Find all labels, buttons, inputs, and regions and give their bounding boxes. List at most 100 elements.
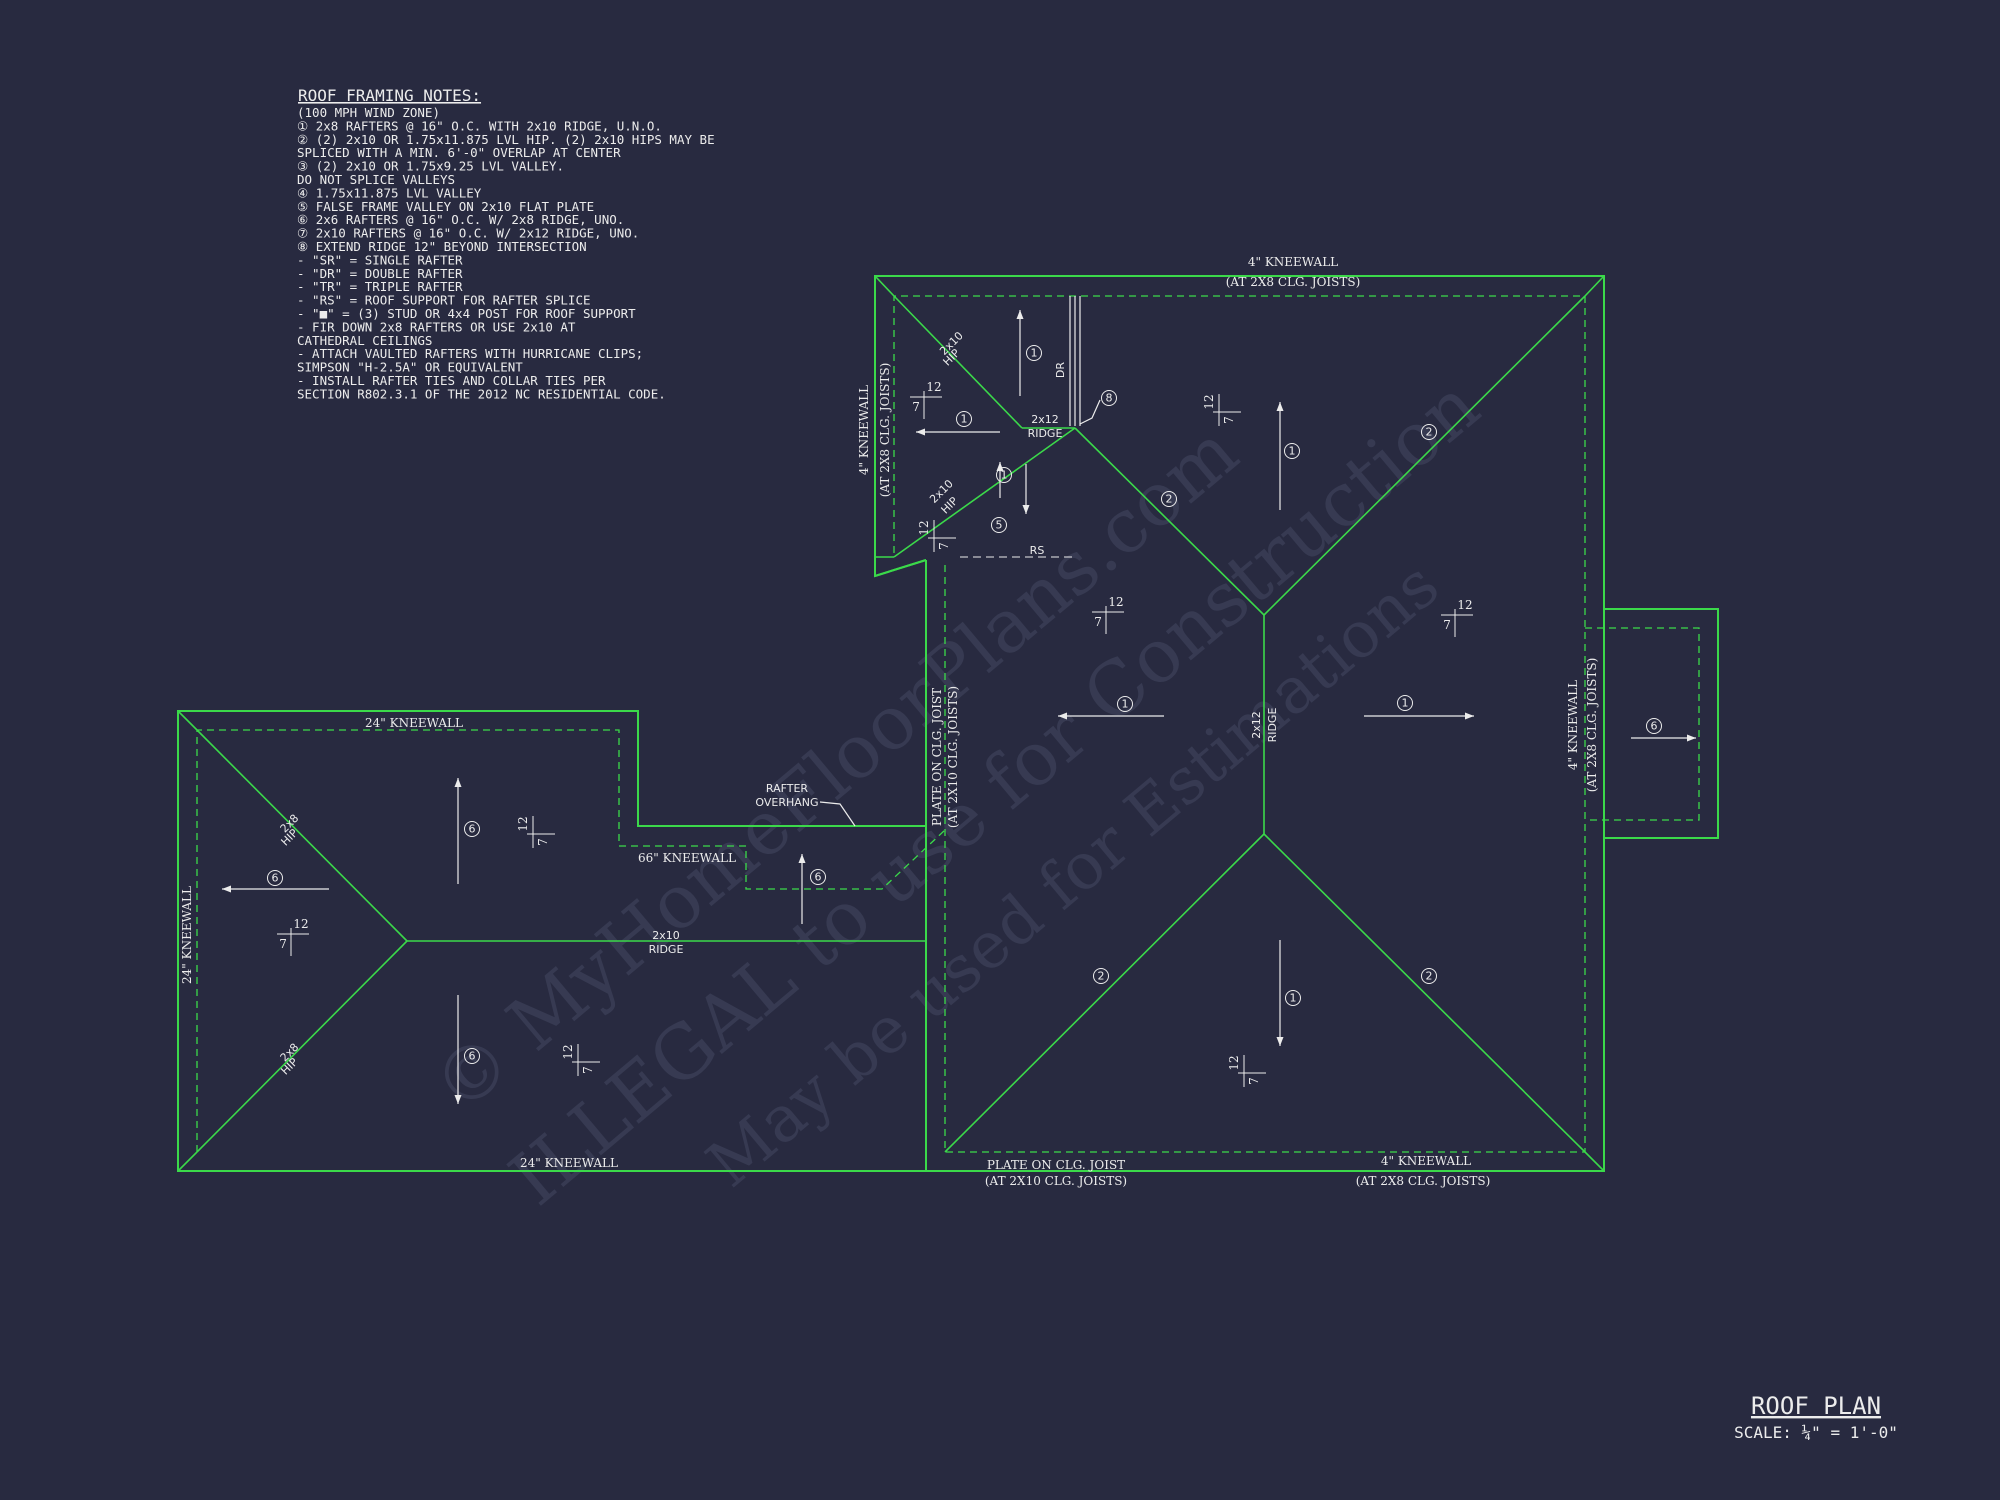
pitch-symbol: 7 12 (917, 520, 956, 552)
tag-number: 1 (1122, 698, 1129, 711)
label-dr: DR (1054, 362, 1067, 378)
notch-edge (874, 559, 927, 577)
tag-number: 6 (469, 1050, 476, 1063)
tag-circle (1117, 696, 1133, 712)
pitch-run: 12 (1108, 595, 1123, 609)
pitch-run: 12 (561, 1044, 575, 1059)
notes-line: - ATTACH VAULTED RAFTERS WITH HURRICANE … (297, 346, 643, 361)
arrow-head (1465, 712, 1474, 720)
arrow-head (454, 1095, 462, 1104)
pitch-rise: 7 (279, 937, 287, 951)
tag-number: 1 (1402, 697, 1409, 710)
pitch-rise: 7 (536, 838, 550, 846)
pitch-run: 12 (917, 520, 931, 535)
pitch-run: 12 (1457, 598, 1472, 612)
tag-circle (464, 821, 480, 837)
hip-small-upper (893, 295, 1023, 429)
tag-number: 6 (272, 872, 279, 885)
watermark-line-3: May be used for Estimations (694, 548, 1453, 1202)
notes-line: SIMPSON "H-2.5A" OR EQUIVALENT (297, 360, 523, 375)
right-bump-outline (1604, 608, 1719, 839)
pitch-run: 12 (1202, 394, 1216, 409)
arrow-head (1022, 505, 1030, 514)
notes-line: ① 2x8 RAFTERS @ 16" O.C. WITH 2x10 RIDGE… (297, 118, 662, 133)
pitch-rise: 7 (1094, 615, 1102, 629)
dashed-right-bump (1585, 627, 1700, 821)
pitch-rise: 7 (937, 542, 951, 550)
label-right-kneewall: 4" KNEEWALL (1566, 680, 1580, 770)
tag-number: 2 (1098, 970, 1105, 983)
arrow-head (1276, 402, 1284, 411)
miter-wing-tl (177, 710, 198, 731)
label-rafter-overhang-1: RAFTER (766, 782, 809, 795)
notes-line: CATHEDRAL CEILINGS (297, 333, 432, 348)
notes-line: SPLICED WITH A MIN. 6'-0" OVERLAP AT CEN… (297, 145, 621, 160)
label-left-upper-kneewall: 4" KNEEWALL (857, 385, 871, 475)
tag-circle (956, 411, 972, 427)
rafter-arrows (222, 310, 1696, 1104)
label-wing-top-kneewall: 24" KNEEWALL (365, 716, 463, 730)
pitch-run: 12 (926, 380, 941, 394)
notes-line: ⑦ 2x10 RAFTERS @ 16" O.C. W/ 2x12 RIDGE,… (297, 226, 639, 241)
dashed-left-wing (196, 729, 946, 1152)
notes-line: ④ 1.75x11.875 LVL VALLEY (297, 185, 482, 200)
pitch-symbol: 712 (1227, 1055, 1266, 1087)
dashed-lines (196, 295, 1700, 1153)
label-top-kneewall: 4" KNEEWALL (1248, 255, 1338, 269)
notes-line: - "DR" = DOUBLE RAFTER (297, 266, 463, 281)
pitch-symbol: 7 12 (516, 816, 555, 848)
pitch-run: 12 (516, 816, 530, 831)
label-bottom-right-kneewall: 4" KNEEWALL (1381, 1154, 1471, 1168)
notes-line: DO NOT SPLICE VALLEYS (297, 172, 455, 187)
arrow-head (916, 428, 925, 436)
notes-title: ROOF FRAMING NOTES: (298, 86, 481, 105)
label-wing-bottom-kneewall: 24" KNEEWALL (520, 1156, 618, 1170)
roof-lines (177, 275, 1605, 1172)
tag-number: 5 (996, 519, 1003, 532)
plan-title: ROOF PLAN (1751, 1392, 1881, 1420)
hip-sw (944, 833, 1265, 1153)
left-wing-outline (177, 710, 926, 1172)
pitch-symbol: 712 (1441, 598, 1473, 637)
notes-line: ③ (2) 2x10 OR 1.75x9.25 LVL VALLEY. (297, 159, 564, 174)
arrow-head (1687, 734, 1696, 742)
label-main-ridge-b: RIDGE (1266, 708, 1279, 743)
tag-number: 2 (1166, 493, 1173, 506)
notes-line: - "TR" = TRIPLE RAFTER (297, 279, 463, 294)
tag-circle (991, 517, 1007, 533)
plan-scale: SCALE: ¼" = 1'-0" (1734, 1423, 1898, 1442)
arrow-head (222, 885, 231, 893)
pitch-symbol: 712 (277, 917, 309, 956)
notes-lines: (100 MPH WIND ZONE)① 2x8 RAFTERS @ 16" O… (297, 105, 715, 401)
tag-number: 1 (1001, 469, 1008, 482)
notes-line: - INSTALL RAFTER TIES AND COLLAR TIES PE… (297, 373, 606, 388)
overhang-leader (819, 801, 856, 827)
label-rs: RS (1030, 544, 1045, 557)
miter-main-tl (874, 275, 895, 297)
label-right-kneewall-sub: (AT 2X8 CLG. JOISTS) (1585, 658, 1599, 793)
tag-number: 2 (1426, 970, 1433, 983)
pitch-symbol: 712 (910, 380, 942, 419)
miter-wing-bl (177, 1151, 198, 1172)
arrow-head (798, 854, 806, 863)
label-left-upper-kneewall-sub: (AT 2X8 CLG. JOISTS) (878, 363, 892, 498)
tag-circle (1093, 968, 1109, 984)
hip-nw (1074, 427, 1265, 616)
hip-ne (1263, 295, 1586, 616)
watermark: © MyHomeFloorPlans.com ILLEGAL to use fo… (417, 362, 1495, 1222)
pitch-rise: 7 (1222, 416, 1236, 424)
tag-circle (1161, 491, 1177, 507)
tag-circle (810, 869, 826, 885)
tag-circle (1421, 424, 1437, 440)
label-top-kneewall-sub: (AT 2X8 CLG. JOISTS) (1226, 275, 1361, 289)
label-plate-bottom-sub: (AT 2X10 CLG. JOISTS) (985, 1174, 1127, 1188)
tag-circle (1397, 695, 1413, 711)
label-plate-vertical: PLATE ON CLG. JOIST (930, 688, 944, 826)
label-main-ridge-a: 2x12 (1250, 711, 1263, 739)
arrow-head (1058, 712, 1067, 720)
hip-small-lower (893, 427, 1076, 558)
tag-number: 2 (1426, 426, 1433, 439)
